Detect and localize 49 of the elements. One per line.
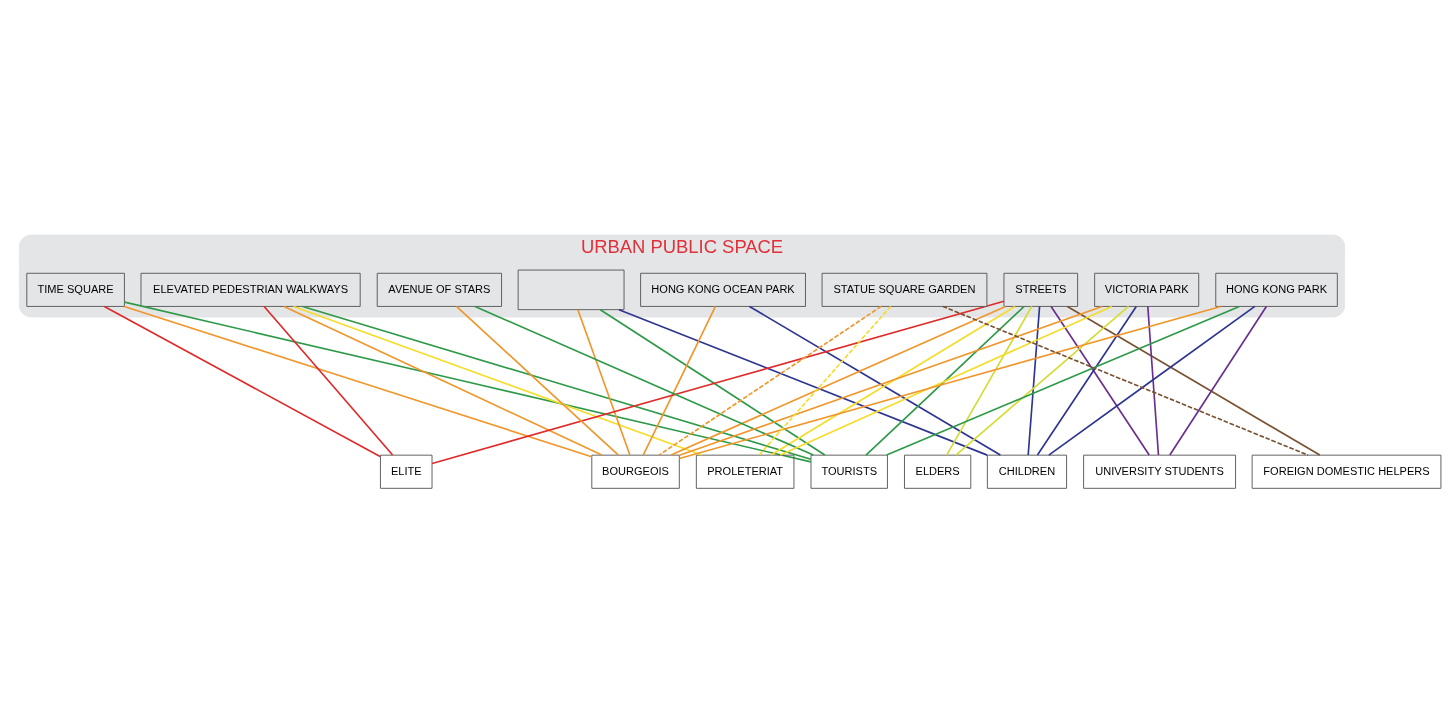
node-box: ELEVATED PEDESTRIAN WALKWAYS (140, 272, 361, 307)
connector (942, 305, 1309, 456)
node-box: BOURGEOIS (591, 454, 680, 489)
connector (955, 305, 1130, 456)
connector (885, 305, 1241, 456)
connector (1027, 305, 1041, 456)
node-box: STATUE SQUARE GARDEN (821, 272, 988, 307)
connector (1066, 305, 1321, 456)
connector (658, 305, 882, 456)
node-box: HONG KONG PARK (1215, 272, 1338, 307)
node-box: ELITE (380, 454, 433, 489)
node-box: TIME SQUARE (26, 272, 125, 307)
connector (577, 308, 631, 456)
node-box: CHILDREN (986, 454, 1068, 489)
node-box: ELDERS (904, 454, 972, 489)
node-box: TOURISTS (810, 454, 888, 489)
node-box: VICTORIA PARK (1094, 272, 1200, 307)
connector (642, 305, 717, 456)
connector (670, 305, 1007, 456)
connector (123, 305, 593, 458)
connector (779, 305, 1113, 456)
connector (865, 305, 1025, 456)
connector (1147, 305, 1160, 456)
connector (103, 305, 381, 457)
connector (474, 305, 815, 456)
connector (599, 308, 826, 456)
node-box: UNIVERSITY STUDENTS (1083, 454, 1236, 489)
connector (945, 305, 1033, 456)
connector (301, 305, 812, 460)
connector (1036, 305, 1138, 456)
connector (1169, 305, 1268, 456)
connector (283, 305, 603, 456)
connector (758, 305, 892, 456)
node-box: STREETS (1003, 272, 1079, 307)
node-box: FOREIGN DOMESTIC HELPERS (1251, 454, 1442, 489)
connector (123, 300, 812, 463)
connector (292, 305, 703, 456)
connector (678, 305, 1104, 456)
connector (263, 305, 394, 456)
connector (1047, 305, 1256, 456)
node-box (517, 269, 625, 310)
connector (455, 305, 620, 456)
connector (618, 308, 989, 456)
node-box: PROLETERIAT (695, 454, 795, 489)
connector (678, 305, 1222, 459)
connector (431, 299, 1005, 464)
connector (1050, 305, 1150, 456)
node-box: AVENUE OF STARS (376, 272, 502, 307)
node-box: HONG KONG OCEAN PARK (640, 272, 806, 307)
